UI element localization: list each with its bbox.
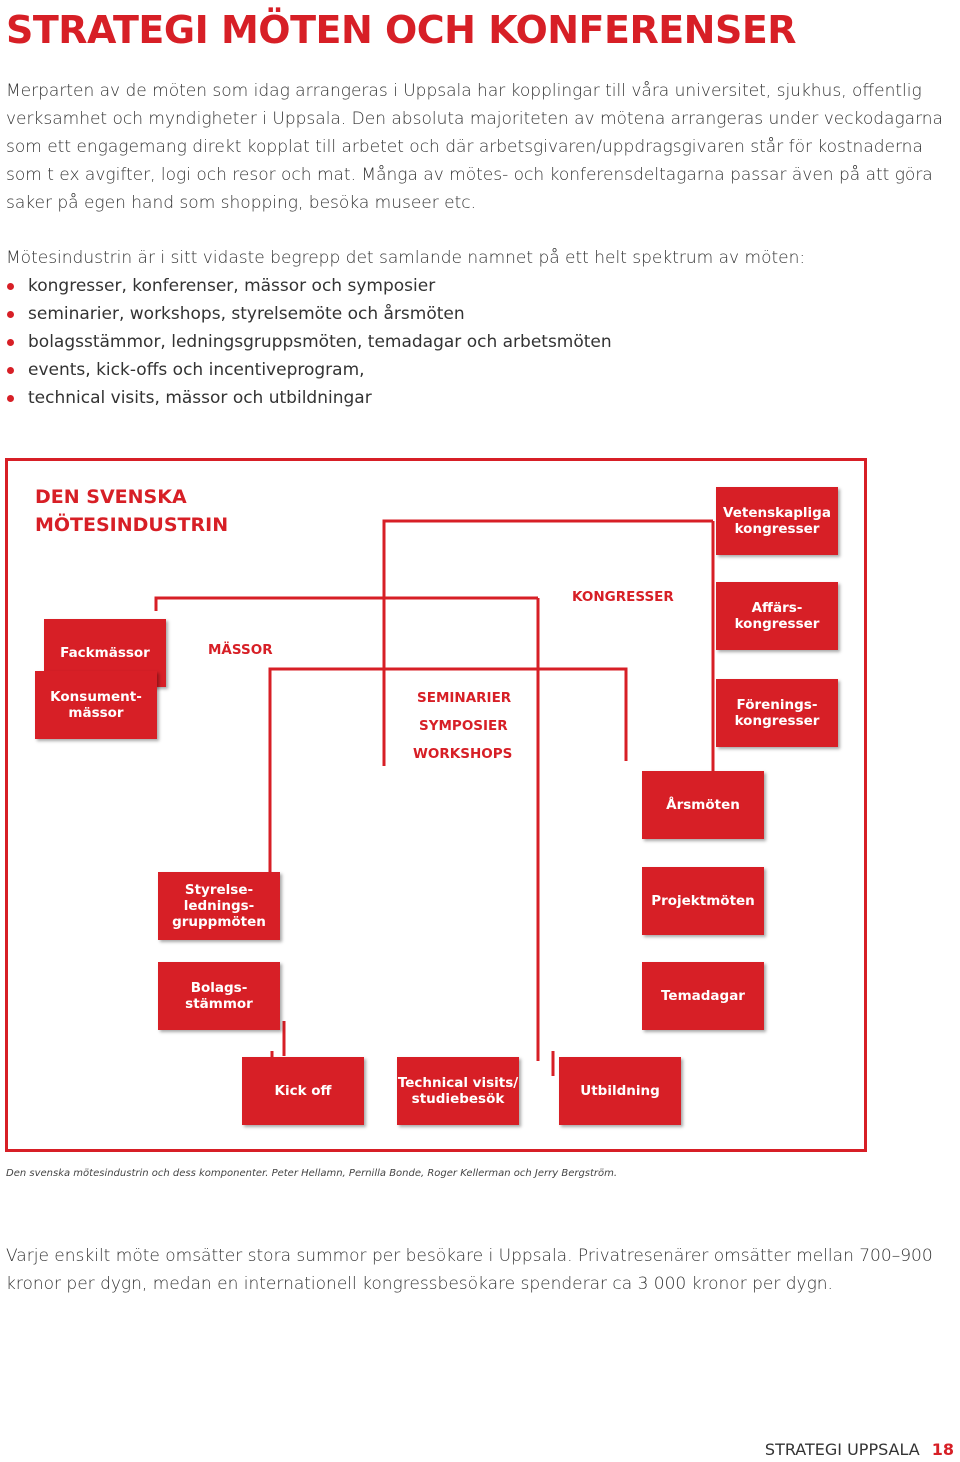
box-utbildning: Utbildning [559, 1057, 681, 1125]
box-vetenskapliga-kongresser: Vetenskapliga kongresser [716, 487, 838, 555]
box-konsumentmassor: Konsument- mässor [35, 671, 157, 739]
label-seminarier: SEMINARIER [417, 690, 512, 706]
list-item: events, kick-offs och incentiveprogram, [6, 356, 612, 384]
intro-paragraph: Merparten av de möten som idag arrangera… [6, 81, 943, 213]
list-item: technical visits, mässor och utbildninga… [6, 384, 612, 412]
label-workshops: WORKSHOPS [413, 746, 513, 762]
page-title: STRATEGI MÖTEN OCH KONFERENSER [6, 8, 797, 52]
list-item: kongresser, konferenser, mässor och symp… [6, 272, 612, 300]
massor-region-line [154, 596, 538, 611]
box-styrelse-ledningsgruppmoten: Styrelse- lednings- gruppmöten [158, 872, 280, 940]
label-kongresser: KONGRESSER [572, 589, 674, 605]
bullet-icon [7, 283, 14, 290]
page-footer: STRATEGI UPPSALA 18 [765, 1440, 954, 1459]
box-arsmoten: Årsmöten [642, 771, 764, 839]
seminarier-region-line [268, 667, 628, 876]
label-massor: MÄSSOR [208, 642, 273, 658]
label-symposier: SYMPOSIER [419, 718, 508, 734]
list-item: seminarier, workshops, styrelsemöte och … [6, 300, 612, 328]
box-projektmoten: Projektmöten [642, 867, 764, 935]
bullet-icon [7, 367, 14, 374]
box-technical-visits: Technical visits/ studiebesök [397, 1057, 519, 1125]
definition-paragraph: Mötesindustrin är i sitt vidaste begrepp… [6, 248, 806, 268]
kongresser-region-line [382, 519, 713, 766]
box-foreningskongresser: Förenings- kongresser [716, 679, 838, 747]
diagram-title: DEN SVENSKA MÖTESINDUSTRIN [35, 486, 229, 536]
box-affarskongresser: Affärs- kongresser [716, 582, 838, 650]
footer-label: STRATEGI UPPSALA [764, 1440, 920, 1459]
bullet-icon [7, 395, 14, 402]
bullet-icon [7, 311, 14, 318]
meeting-industry-diagram: DEN SVENSKA MÖTESINDUSTRIN KONGRESSER MÄ… [5, 458, 867, 1152]
diagram-caption: Den svenska mötesindustrin och dess komp… [6, 1168, 618, 1179]
page-number: 18 [931, 1440, 954, 1459]
list-item-text: bolagsstämmor, ledningsgruppsmöten, tema… [28, 332, 612, 352]
box-temadagar: Temadagar [642, 962, 764, 1030]
box-kick-off: Kick off [242, 1057, 364, 1125]
list-item-text: events, kick-offs och incentiveprogram, [28, 360, 365, 380]
list-item-text: kongresser, konferenser, mässor och symp… [28, 276, 436, 296]
box-bolagsstammor: Bolags- stämmor [158, 962, 280, 1030]
meeting-types-list: kongresser, konferenser, mässor och symp… [6, 272, 612, 412]
spending-paragraph: Varje enskilt möte omsätter stora summor… [6, 1246, 933, 1294]
bullet-icon [7, 339, 14, 346]
list-item: bolagsstämmor, ledningsgruppsmöten, tema… [6, 328, 612, 356]
list-item-text: seminarier, workshops, styrelsemöte och … [28, 304, 465, 324]
diagram-connector-lines [154, 519, 715, 1076]
list-item-text: technical visits, mässor och utbildninga… [28, 388, 372, 408]
